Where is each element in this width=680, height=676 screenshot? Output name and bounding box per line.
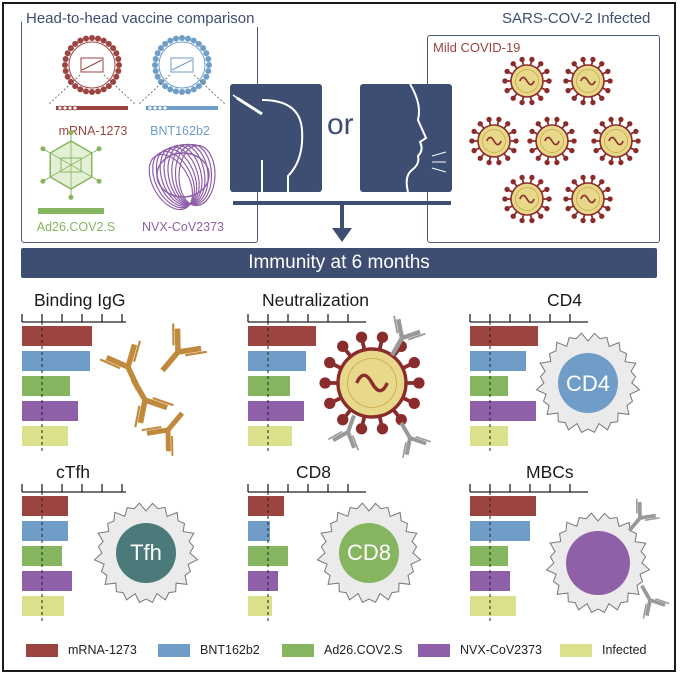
chart-1 [247,314,366,451]
chart-4 [247,484,366,621]
nvx-label: NVX-CoV2373 [142,220,224,234]
bar-mRNA-1273 [470,326,538,346]
ad26-label: Ad26.COV2.S [36,220,116,234]
antibody-icon [627,498,660,532]
chart-5 [469,484,588,621]
bar-BNT162b2 [22,351,90,371]
bnt-label: BNT162b2 [150,124,210,138]
bar-Infected [470,426,508,446]
legend-label: mRNA-1273 [68,643,137,657]
virus-icon [563,56,613,106]
bar-Infected [22,426,68,446]
legend-swatch [282,644,314,657]
bar-mRNA-1273 [248,326,316,346]
antibody-icon [399,421,431,458]
antibody-icon [99,340,142,391]
bar-BNT162b2 [470,521,530,541]
chart-title-binding-igg: Binding IgG [34,290,126,310]
virus-icon [563,174,613,224]
bar-NVX-CoV2373 [22,401,78,421]
virus-icon [469,116,519,166]
or-label: or [327,108,354,141]
bnt-lnp-icon [137,35,227,111]
tfh-cell-icon [93,502,199,604]
flow-arrow [233,201,451,242]
bar-mRNA-1273 [470,496,536,516]
antibody-icon [390,315,426,357]
cd8-cell-label: CD8 [346,540,391,565]
chart-0 [21,314,126,451]
bar-mRNA-1273 [248,496,284,516]
legend-swatch [158,644,190,657]
bar-NVX-CoV2373 [22,571,72,591]
bar-Ad26.COV2.S [470,376,508,396]
chart-title-cd8: CD8 [296,462,332,482]
virus-icon [591,116,641,166]
bar-Ad26.COV2.S [470,546,508,566]
bar-mRNA-1273 [22,326,92,346]
antibody-icon [130,377,174,428]
antibody-icon [160,323,208,373]
infected-title: SARS-COV-2 Infected [498,10,655,27]
bar-BNT162b2 [22,521,68,541]
mild-covid-label: Mild COVID-19 [433,40,521,55]
chart-3 [21,484,126,621]
chart-title-ctfh: cTfh [56,462,91,482]
bar-Ad26.COV2.S [22,376,70,396]
antibody-icon [141,411,185,456]
chart-title-neutralization: Neutralization [262,290,369,310]
bar-BNT162b2 [248,521,270,541]
legend-label: Ad26.COV2.S [324,643,403,657]
infection-silhouette [360,83,452,193]
cd4-cell-icon [535,332,641,434]
virus-icon [502,56,552,106]
legend-swatch [418,644,450,657]
bar-Infected [248,426,292,446]
bar-NVX-CoV2373 [248,571,278,591]
bar-mRNA-1273 [22,496,68,516]
mbc-cell-icon [545,512,651,614]
bar-BNT162b2 [470,351,526,371]
adenovirus-icon [38,130,104,214]
chart-2 [469,314,588,451]
bar-Ad26.COV2.S [248,546,288,566]
immunity-banner: Immunity at 6 months [21,248,657,278]
chart-title-cd4: CD4 [547,290,583,310]
legend-label: Infected [602,643,647,657]
antibody-icon [640,584,670,619]
cd4-cell-label: CD4 [565,371,610,396]
cd8-cell-icon [316,502,422,604]
bar-Infected [248,596,272,616]
bar-Ad26.COV2.S [248,376,290,396]
vaccine-comparison-title: Head-to-head vaccine comparison [22,10,259,27]
antibody-icon [327,414,360,451]
legend-swatch [26,644,58,657]
virus-icon [527,116,577,166]
legend-label: BNT162b2 [200,643,260,657]
mrna-label: mRNA-1273 [58,124,128,138]
vaccination-silhouette [230,84,322,192]
nanoparticle-icon [148,143,216,211]
tfh-cell-label: Tfh [130,540,162,565]
bar-NVX-CoV2373 [248,401,304,421]
legend-label: NVX-CoV2373 [460,643,542,657]
neutralization-virus-icon [319,331,425,435]
bar-BNT162b2 [248,351,306,371]
chart-title-mbcs: MBCs [526,462,574,482]
legend-swatch [560,644,592,657]
bar-Infected [470,596,516,616]
bar-NVX-CoV2373 [470,401,536,421]
bar-Infected [22,596,64,616]
bar-NVX-CoV2373 [470,571,510,591]
virus-icon [502,174,552,224]
bar-Ad26.COV2.S [22,546,62,566]
mrna-lnp-icon [47,35,137,111]
